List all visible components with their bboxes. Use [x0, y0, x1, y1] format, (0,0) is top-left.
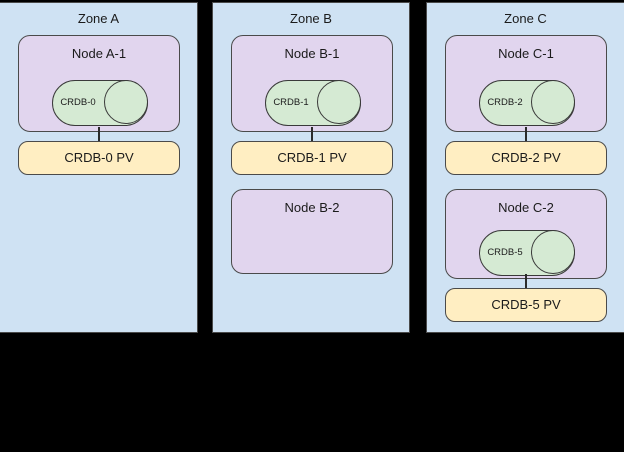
database-label-crdb-5: CRDB-5: [487, 247, 523, 258]
database-cylinder-crdb-5[interactable]: CRDB-5: [479, 230, 575, 276]
node-box-a-1[interactable]: Node A-1 CRDB-0: [18, 35, 180, 132]
connector-line-a-1: [98, 127, 100, 143]
node-box-c-2[interactable]: Node C-2 CRDB-5: [445, 189, 607, 279]
pv-label-crdb-5: CRDB-5 PV: [491, 297, 561, 312]
node-box-b-2[interactable]: Node B-2: [231, 189, 393, 274]
connector-line-b-1: [311, 127, 313, 143]
node-box-b-1[interactable]: Node B-1 CRDB-1: [231, 35, 393, 132]
database-cylinder-crdb-2[interactable]: CRDB-2: [479, 80, 575, 126]
cylinder-cap-icon: [531, 80, 575, 124]
pv-box-crdb-0[interactable]: CRDB-0 PV: [18, 141, 180, 175]
cylinder-cap-icon: [531, 230, 575, 274]
node-label-c-2: Node C-2: [498, 200, 554, 215]
pv-box-crdb-2[interactable]: CRDB-2 PV: [445, 141, 607, 175]
pv-box-crdb-5[interactable]: CRDB-5 PV: [445, 288, 607, 322]
pv-label-crdb-2: CRDB-2 PV: [491, 150, 561, 165]
cylinder-cap-icon: [104, 80, 148, 124]
zone-title-b: Zone B: [290, 11, 332, 26]
zone-container-a: Zone A Node A-1 CRDB-0 CRDB-0 PV: [0, 2, 198, 333]
pv-label-crdb-0: CRDB-0 PV: [64, 150, 134, 165]
cylinder-cap-icon: [317, 80, 361, 124]
database-label-crdb-0: CRDB-0: [60, 97, 96, 108]
connector-line-c-1: [525, 127, 527, 143]
database-label-crdb-1: CRDB-1: [273, 97, 309, 108]
pv-label-crdb-1: CRDB-1 PV: [277, 150, 347, 165]
node-label-b-1: Node B-1: [284, 46, 340, 61]
database-label-crdb-2: CRDB-2: [487, 97, 523, 108]
zone-title-a: Zone A: [77, 11, 120, 26]
zone-container-b: Zone B Node B-1 CRDB-1 CRDB-1 PV Node B-…: [212, 2, 410, 333]
database-cylinder-crdb-0[interactable]: CRDB-0: [52, 80, 148, 126]
database-cylinder-crdb-1[interactable]: CRDB-1: [265, 80, 361, 126]
node-box-c-1[interactable]: Node C-1 CRDB-2: [445, 35, 607, 132]
node-label-a-1: Node A-1: [71, 46, 127, 61]
zone-title-c: Zone C: [504, 11, 547, 26]
zone-container-c: Zone C Node C-1 CRDB-2 CRDB-2 PV Node C-…: [426, 2, 624, 333]
node-label-b-2: Node B-2: [284, 200, 340, 215]
node-label-c-1: Node C-1: [498, 46, 554, 61]
connector-line-c-2: [525, 274, 527, 289]
pv-box-crdb-1[interactable]: CRDB-1 PV: [231, 141, 393, 175]
